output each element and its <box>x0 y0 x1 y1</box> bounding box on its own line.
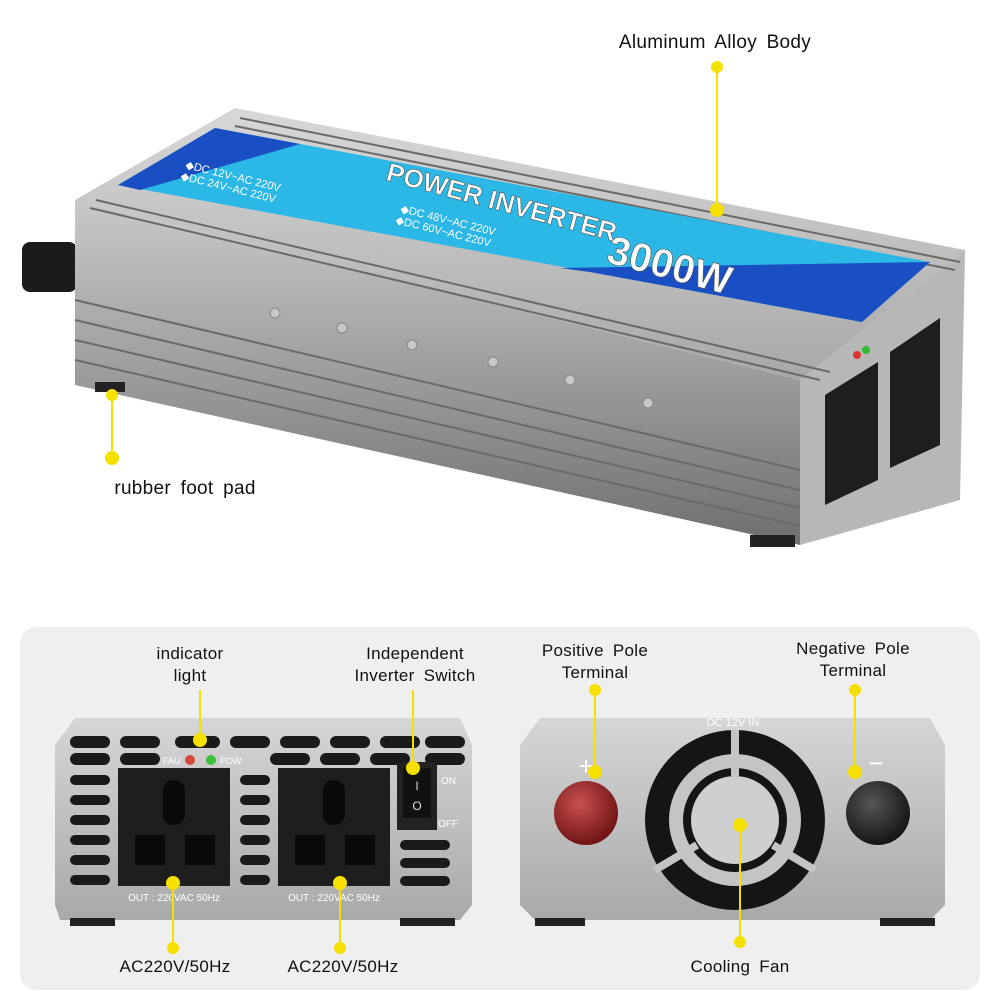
inverter-input-panel: DC 12V IN + − <box>520 717 945 926</box>
callout-rubber-foot: rubber foot pad <box>114 478 256 499</box>
power-led <box>206 755 216 765</box>
inverter-top-view: ◆DC 12V~AC 220V ◆DC 24V~AC 220V ◆DC 48V~… <box>22 108 965 547</box>
switch-on-label: ON <box>441 776 456 787</box>
svg-text:OUT : 220VAC 50Hz: OUT : 220VAC 50Hz <box>288 893 380 904</box>
callout-positive-terminal: Positive Pole Terminal <box>541 641 649 682</box>
callout-cooling-fan: Cooling Fan <box>690 957 790 976</box>
svg-text:I: I <box>415 779 418 793</box>
inverter-output-panel: I O ON OFF FAU POW OUT : 220VAC 50Hz OUT… <box>55 718 472 926</box>
callout-indicator-light: indicator light <box>156 644 224 685</box>
outlet-top-1 <box>825 362 878 505</box>
callout-outlet-1: AC220V/50Hz <box>119 957 231 976</box>
callout-aluminum-body: Aluminum Alloy Body <box>618 32 812 53</box>
side-face <box>75 200 800 545</box>
rubber-foot <box>95 382 125 392</box>
callout-outlet-2: AC220V/50Hz <box>287 957 399 976</box>
dc-in-label: DC 12V IN <box>707 717 760 729</box>
callout-inverter-switch: Independent Inverter Switch <box>354 644 476 685</box>
power-label: POW <box>220 756 242 766</box>
svg-text:O: O <box>412 799 421 813</box>
terminal-knob <box>22 242 77 292</box>
positive-terminal <box>554 781 618 845</box>
fault-led <box>185 755 195 765</box>
switch-off-label: OFF <box>438 819 458 830</box>
fault-label: FAU <box>163 756 181 766</box>
negative-terminal <box>846 781 910 845</box>
minus-sign: − <box>868 748 883 778</box>
outlet-top-2 <box>890 318 940 468</box>
callout-negative-terminal: Negative Pole Terminal <box>796 639 910 680</box>
